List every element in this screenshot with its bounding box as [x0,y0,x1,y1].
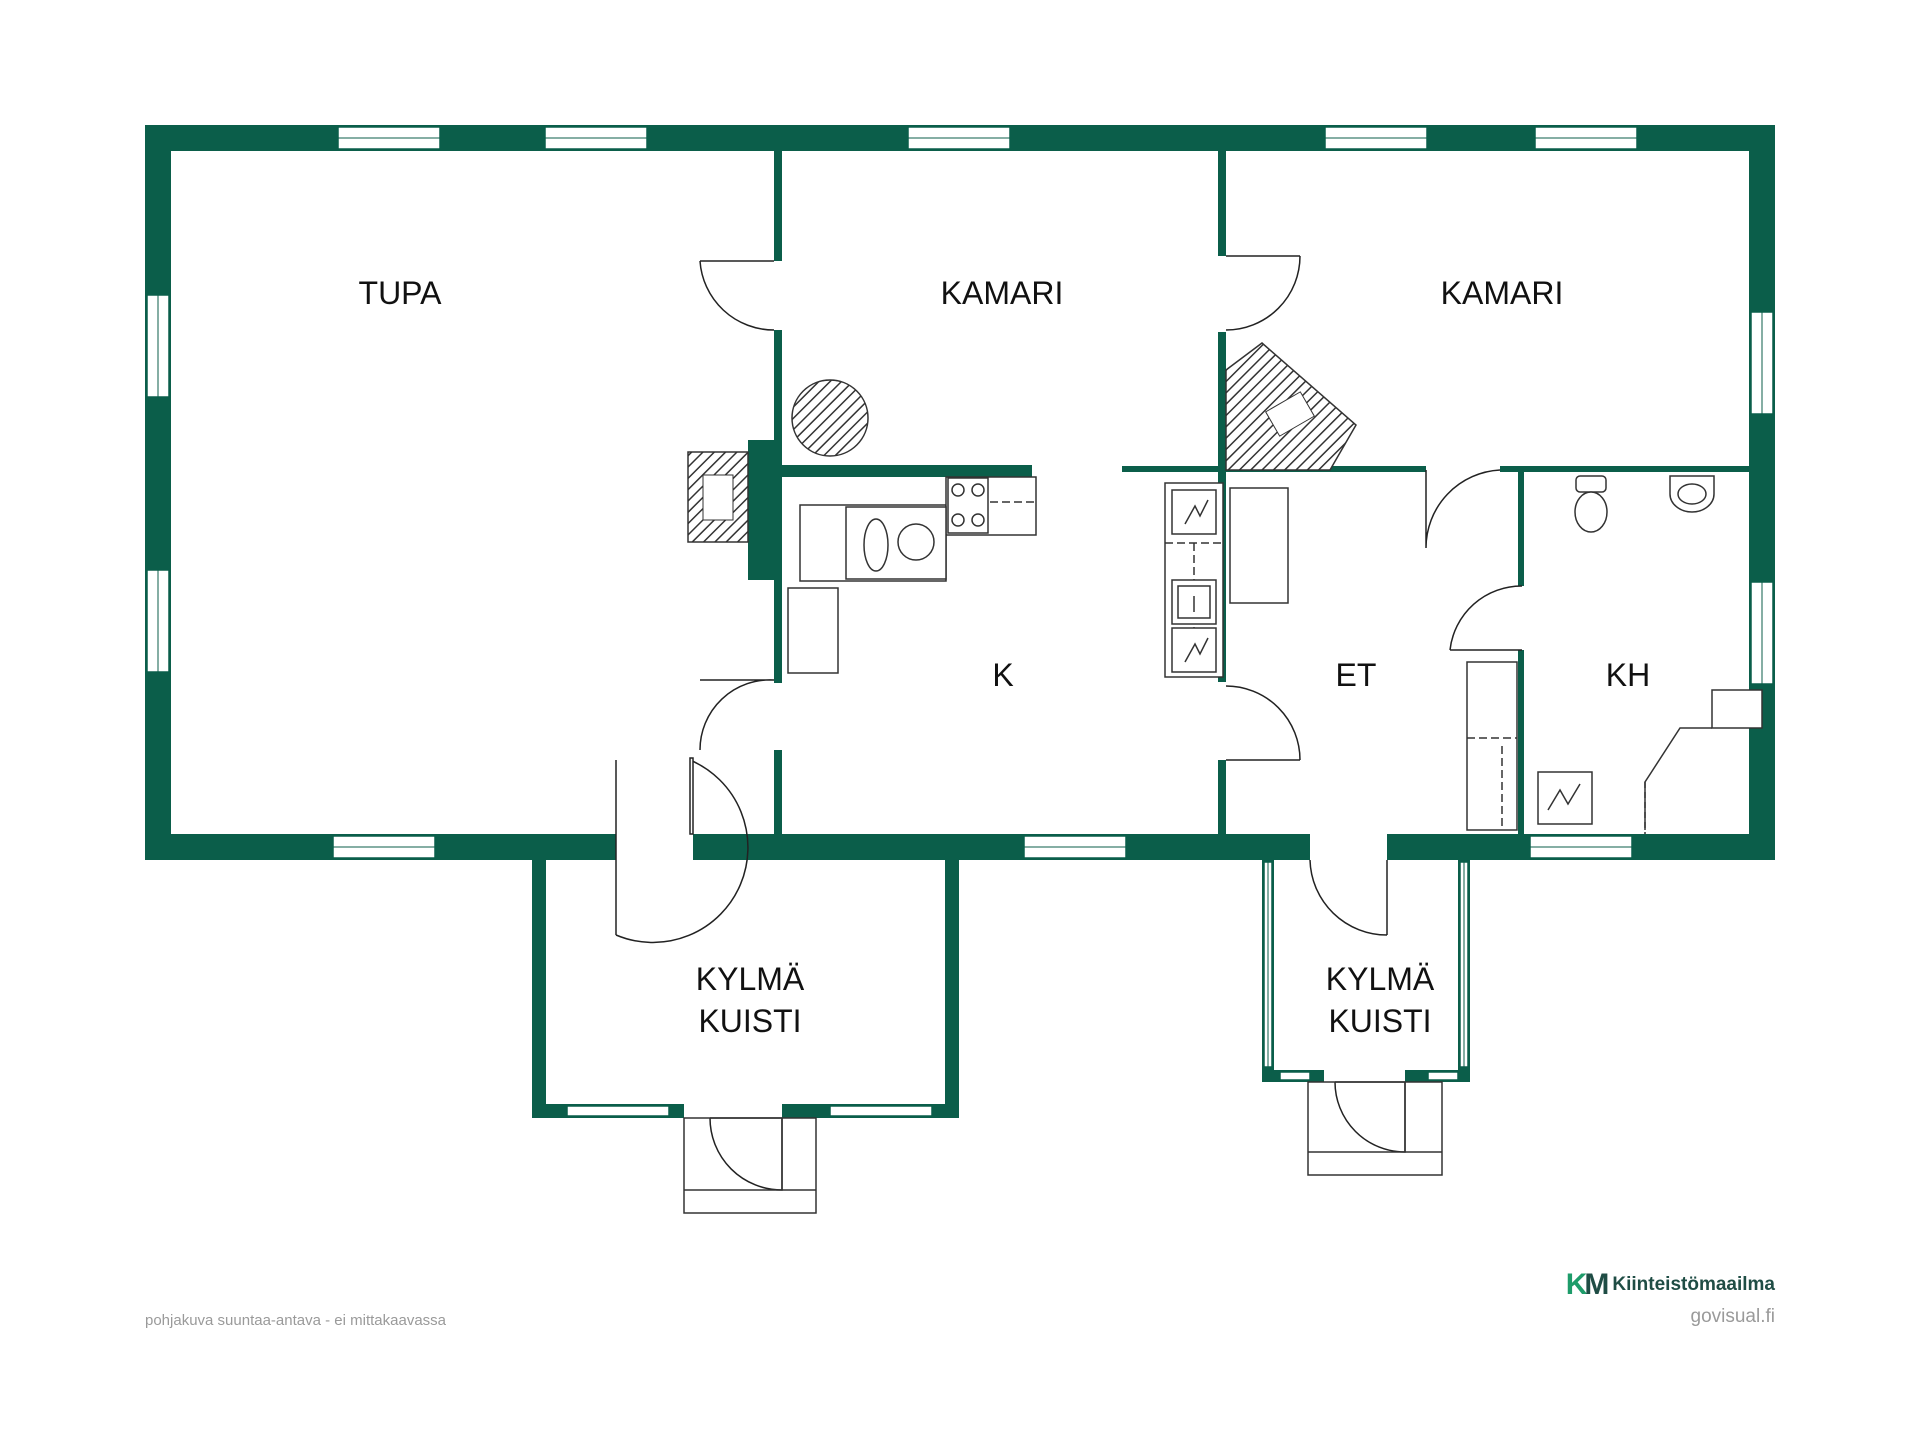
disclaimer-text: pohjakuva suuntaa-antava - ei mittakaava… [145,1312,447,1329]
brand-name: Kiinteistömaailma [1612,1274,1775,1295]
doors [615,255,1523,1191]
room-label-porch-1-line2: KUISTI [698,1003,801,1039]
room-label-kamari-2: KAMARI [1441,275,1564,311]
room-label-porch-1-line1: KYLMÄ [696,961,805,997]
room-label-hallway: ET [1336,657,1377,693]
washing-machine-icon [845,506,947,580]
electric-panel-icon [1171,489,1593,825]
room-label-porch-2-line2: KUISTI [1328,1003,1431,1039]
stove-icon [947,477,989,534]
washbasin-icon [1669,475,1715,513]
window-sill-lines [157,137,1763,1067]
room-label-porch-2-line1: KYLMÄ [1326,961,1435,997]
room-label-tupa: TUPA [359,275,443,311]
toilet-icon [1574,475,1608,533]
km-logo-icon: KM [1565,1268,1610,1301]
credit-text: govisual.fi [1690,1306,1776,1327]
room-label-kitchen: K [992,657,1013,693]
sink-icon [1171,579,1217,625]
porch-steps [683,1081,1443,1214]
room-label-bathroom: KH [1606,657,1650,693]
room-label-kamari-1: KAMARI [941,275,1064,311]
fireplace-icon [687,342,1357,543]
brand-logo: KM Kiinteistömaailma [1566,1268,1775,1302]
